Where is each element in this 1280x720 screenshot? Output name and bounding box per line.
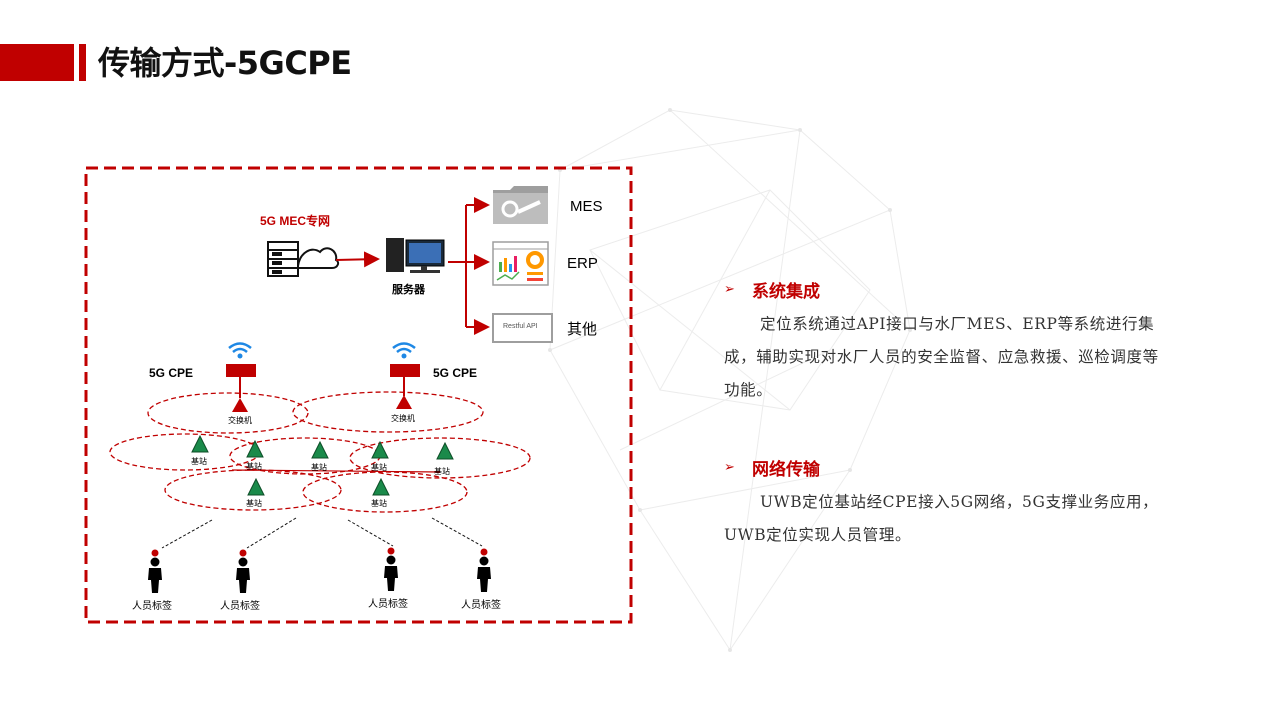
base-station-label: 基站 (246, 462, 262, 471)
server-label: 服务器 (392, 284, 425, 296)
switch-icon (396, 395, 412, 409)
base-station-icon (311, 440, 329, 459)
cpe-label-right: 5G CPE (433, 366, 478, 380)
mec-label: 5G MEC专网 (260, 214, 331, 228)
person-tag-label: 人员标签 (461, 600, 501, 611)
link-lines (161, 517, 483, 549)
background-polygon-art (548, 108, 912, 652)
page-title: 传输方式-5GCPE (98, 44, 352, 82)
base-stations (191, 434, 454, 496)
section-system-integration: ➢ 系统集成 定位系统通过API接口与水厂MES、ERP等系统进行集成，辅助实现… (724, 276, 1164, 407)
bullet-arrow-icon: ➢ (724, 459, 735, 475)
base-station-icon (371, 440, 389, 459)
base-station-icon (246, 439, 264, 458)
system-label-other: 其他 (567, 321, 598, 338)
switch-label: 交换机 (391, 414, 415, 423)
mes-system-icon (493, 186, 548, 224)
section-title: 系统集成 (752, 281, 820, 302)
wifi-icon (392, 342, 416, 353)
base-station-icon (436, 441, 454, 460)
base-station-label: 基站 (191, 457, 207, 466)
cpe-device-left (226, 364, 256, 377)
person-icon (477, 548, 491, 592)
base-station-label: 基站 (371, 499, 387, 508)
cpe-label-left: 5G CPE (149, 366, 194, 380)
restful-api-box (492, 313, 553, 343)
wifi-icon (228, 342, 252, 353)
section-body: 定位系统通过API接口与水厂MES、ERP等系统进行集成，辅助实现对水厂人员的安… (724, 315, 1159, 399)
person-tag-label: 人员标签 (132, 601, 172, 612)
switch-label: 交换机 (228, 416, 252, 425)
switch-icon (232, 398, 248, 412)
restful-api-label: Restful API (503, 323, 538, 330)
person-tag-label: 人员标签 (220, 601, 260, 612)
person-icon (148, 549, 162, 593)
person-tag-label: 人员标签 (368, 599, 408, 610)
cloud-icon (297, 247, 340, 269)
base-station-label: 基站 (311, 463, 327, 472)
base-station-icon (191, 434, 209, 453)
cpe-device-right (390, 364, 420, 377)
section-title: 网络传输 (752, 459, 820, 480)
base-station-label: 基站 (371, 463, 387, 472)
title-accent-bar (0, 44, 74, 81)
base-station-label: 基站 (434, 467, 450, 476)
system-label-erp: ERP (567, 255, 598, 272)
person-icon (236, 549, 250, 593)
base-station-icon (247, 477, 265, 496)
diagram-frame (84, 166, 633, 624)
base-station-label: 基站 (246, 499, 262, 508)
section-body: UWB定位基站经CPE接入5G网络，5G支撑业务应用，UWB定位实现人员管理。 (724, 493, 1159, 544)
arrow-mec-to-server (335, 251, 380, 268)
person-icon (384, 547, 398, 591)
title-accent-marker (79, 44, 86, 81)
bullet-arrow-icon: ➢ (724, 281, 735, 297)
erp-dashboard-icon (492, 241, 549, 286)
base-station-icon (372, 477, 390, 496)
server-computer-icon (386, 238, 445, 273)
system-label-mes: MES (570, 198, 603, 215)
section-network-transmission: ➢ 网络传输 UWB定位基站经CPE接入5G网络，5G支撑业务应用，UWB定位实… (724, 454, 1164, 552)
server-rack-icon (267, 241, 299, 277)
